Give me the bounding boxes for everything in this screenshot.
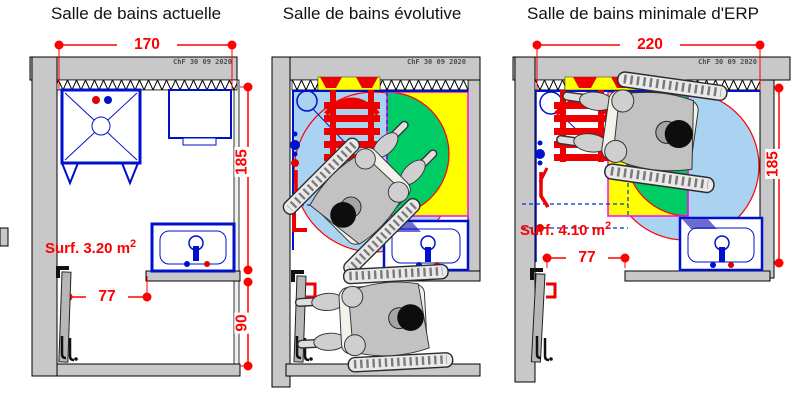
door-hinge-icon xyxy=(530,268,543,280)
door-handle-icon xyxy=(60,336,78,362)
dimension-lines xyxy=(54,40,784,371)
surface-text: Surf. 3.20 m xyxy=(45,240,131,257)
hot-water-tap-icon xyxy=(92,96,100,104)
door-handle-icon xyxy=(535,336,553,362)
surface-exponent: 2 xyxy=(605,220,612,232)
dim-depth-185: 185 xyxy=(764,149,782,179)
door-pull-bar-icon xyxy=(546,282,557,299)
grab-bar-icon xyxy=(538,167,549,183)
surface-exponent: 2 xyxy=(130,238,137,250)
door-leaf xyxy=(530,273,546,363)
washbasin-icon xyxy=(150,222,236,273)
surface-text: Surf. 4.10 m xyxy=(520,222,606,239)
watermark: ChF 30 09 2020 xyxy=(172,58,232,66)
wall xyxy=(624,270,771,282)
panel1-title: Salle de bains actuelle xyxy=(50,4,222,23)
bracket-icon xyxy=(573,77,597,88)
watermark: ChF 30 09 2020 xyxy=(406,58,466,66)
grab-bar-icon xyxy=(324,97,380,116)
panel2-title: Salle de bains évolutive xyxy=(282,4,462,23)
door-panel3 xyxy=(530,268,557,363)
walls xyxy=(0,56,791,388)
wall xyxy=(271,56,291,388)
dim-width-220: 220 xyxy=(620,37,680,53)
bracket-icon xyxy=(356,77,378,88)
dim-door-77: 77 xyxy=(566,250,608,266)
surface-area-label: Surf. 3.20 m2 xyxy=(45,238,136,257)
panel3-title: Salle de bains minimale d'ERP xyxy=(527,4,759,23)
door-hinge-icon xyxy=(291,270,304,282)
panel1-fixtures xyxy=(60,88,236,273)
wall xyxy=(31,56,58,377)
dim-door-77: 77 xyxy=(86,289,128,305)
wall xyxy=(56,363,241,377)
washbasin-icon xyxy=(678,216,764,272)
basin-shadow xyxy=(682,219,717,229)
wall-valves xyxy=(535,140,550,232)
shower-tray-icon xyxy=(60,88,142,186)
wall xyxy=(0,227,9,247)
cold-water-tap-icon xyxy=(104,96,112,104)
bracket-icon xyxy=(320,77,342,88)
watermark: ChF 30 09 2020 xyxy=(697,58,757,66)
door-panel1 xyxy=(56,266,78,363)
grab-bar-icon xyxy=(292,210,307,232)
surface-area-label: Surf. 4.10 m2 xyxy=(520,220,611,239)
door-pull-bar-icon xyxy=(306,282,317,299)
dim-below-90: 90 xyxy=(233,312,251,334)
door-handle-icon xyxy=(295,336,313,362)
wall xyxy=(514,56,536,383)
washing-machine-icon xyxy=(168,89,232,146)
door-hinge-icon xyxy=(56,266,69,278)
dim-width-170: 170 xyxy=(117,37,177,53)
dim-depth-185: 185 xyxy=(233,147,251,177)
wall xyxy=(467,79,481,279)
